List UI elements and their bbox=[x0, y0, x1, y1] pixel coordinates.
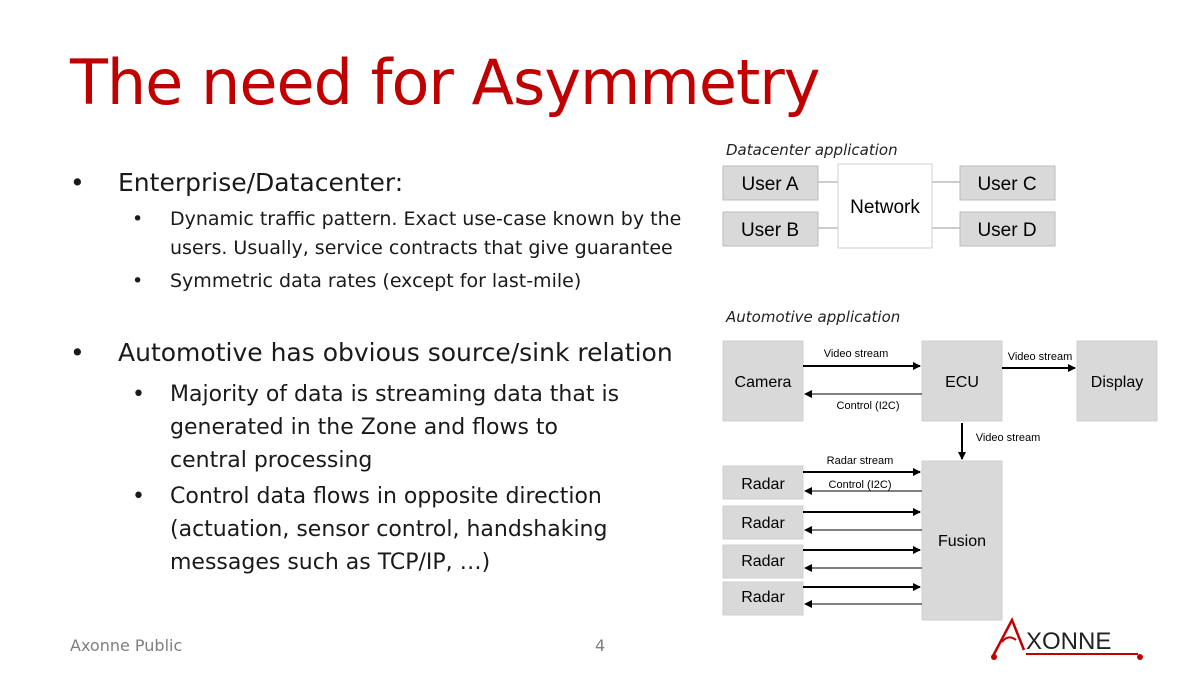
datacenter-diagram: User A User B Network User C User D bbox=[722, 163, 1056, 249]
user-c-label: User C bbox=[977, 174, 1036, 195]
display-label: Display bbox=[1091, 374, 1143, 391]
camera-label: Camera bbox=[735, 374, 792, 391]
radar-box bbox=[722, 505, 804, 540]
radar-label: Radar bbox=[741, 515, 785, 532]
network-box bbox=[837, 163, 933, 249]
user-c-box bbox=[959, 165, 1056, 201]
sub-bullet-text: Majority of data is streaming data that … bbox=[170, 382, 620, 473]
video-stream-label: Video stream bbox=[824, 348, 889, 360]
sub-bullet-text: Control data flows in opposite direction… bbox=[170, 484, 608, 575]
fusion-box bbox=[921, 460, 1003, 621]
radar-label: Radar bbox=[741, 589, 785, 606]
user-a-label: User A bbox=[741, 174, 798, 195]
network-label: Network bbox=[850, 197, 920, 218]
user-b-box bbox=[722, 211, 819, 247]
video-stream-fusion-label: Video stream bbox=[976, 432, 1041, 444]
ecu-box bbox=[921, 340, 1003, 422]
slide-title: The need for Asymmetry bbox=[70, 46, 820, 119]
camera-box bbox=[722, 340, 804, 422]
automotive-caption: Automotive application bbox=[726, 308, 901, 326]
sub-bullet-text: Dynamic traffic pattern. Exact use-case … bbox=[170, 208, 682, 259]
user-a-box bbox=[722, 165, 819, 201]
bullet-text: Automotive has obvious source/sink relat… bbox=[118, 338, 673, 367]
footer-classification: Axonne Public bbox=[70, 636, 183, 655]
sub-bullet-text: Symmetric data rates (except for last-mi… bbox=[170, 270, 582, 292]
radar-box bbox=[722, 465, 804, 500]
ecu-label: ECU bbox=[945, 374, 979, 391]
page-number: 4 bbox=[595, 636, 606, 655]
video-stream-display-label: Video stream bbox=[1008, 351, 1073, 363]
logo-a-mark bbox=[991, 617, 1026, 657]
bullet-text: Enterprise/Datacenter: bbox=[118, 168, 404, 197]
radar-box bbox=[722, 581, 804, 616]
radar-label: Radar bbox=[741, 553, 785, 570]
display-box bbox=[1076, 340, 1158, 422]
datacenter-caption: Datacenter application bbox=[726, 141, 898, 159]
automotive-diagram: Camera ECU Display Video stream Control … bbox=[722, 340, 1158, 621]
logo-text: XONNE bbox=[1026, 628, 1111, 655]
radar-box bbox=[722, 544, 804, 579]
axonne-logo: XONNE bbox=[991, 617, 1143, 660]
control-label: Control (I2C) bbox=[837, 400, 900, 412]
radar-stream-label: Radar stream bbox=[827, 455, 894, 467]
user-d-box bbox=[959, 211, 1056, 247]
radar-control-label: Control (I2C) bbox=[829, 479, 892, 491]
user-b-label: User B bbox=[741, 220, 799, 241]
user-d-label: User D bbox=[977, 220, 1036, 241]
radar-label: Radar bbox=[741, 476, 785, 493]
fusion-label: Fusion bbox=[938, 533, 986, 550]
